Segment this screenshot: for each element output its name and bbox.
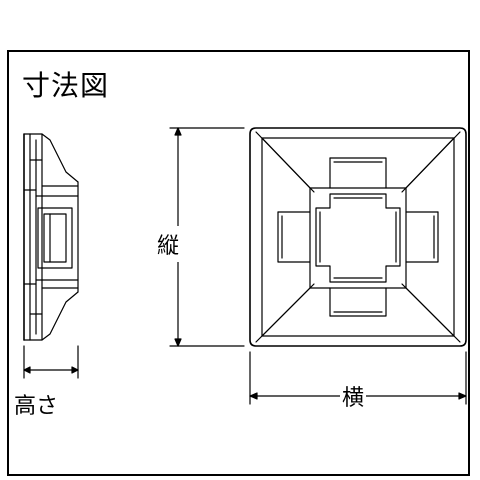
drawing-frame xyxy=(7,50,470,476)
horizontal-label: 横 xyxy=(340,380,367,412)
vertical-label: 縦 xyxy=(157,226,180,262)
vertical-dimension xyxy=(169,127,245,347)
page-title: 寸法図 xyxy=(22,69,110,102)
height-dimension xyxy=(23,345,79,379)
height-label: 高さ xyxy=(14,394,59,419)
side-view xyxy=(23,133,79,341)
front-view xyxy=(249,127,467,347)
